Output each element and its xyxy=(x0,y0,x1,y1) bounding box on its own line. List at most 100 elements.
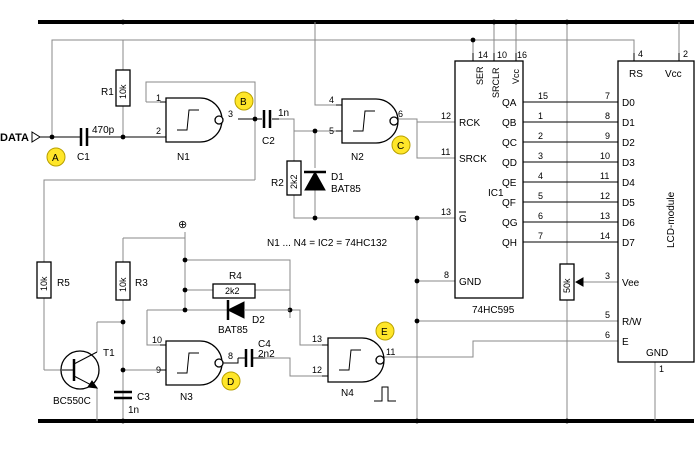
lcd-gnd: GND xyxy=(646,348,668,359)
ic1-ref: IC1 xyxy=(488,188,504,199)
svg-text:C: C xyxy=(397,141,404,152)
c1-value: 470p xyxy=(92,125,115,136)
n3-pin-10: 10 xyxy=(152,335,162,345)
wires-grey xyxy=(43,22,680,421)
lcd-pin-1: 1 xyxy=(659,364,664,374)
lcd-module: 4 2 RS Vcc 7 8 9 10 11 12 13 14 D0 D1 D2… xyxy=(600,49,695,374)
capacitor-c1: C1 470p xyxy=(77,125,115,163)
gate-ic-note: N1 ... N4 = IC2 = 74HC132 xyxy=(267,238,388,249)
r2-value: 2k2 xyxy=(289,174,299,189)
gate-n1: 1 2 3 N1 xyxy=(156,93,233,163)
resistor-r3: 10k R3 xyxy=(115,261,148,301)
ic1-qh: QH xyxy=(502,238,517,249)
ic1-74hc595: 14 10 16 SER SRCLR Vcc 12 11 13 8 RCK SR… xyxy=(441,19,548,316)
ic1-pin-15: 15 xyxy=(538,91,548,101)
ic1-g: G xyxy=(459,214,467,225)
lcd-title: LCD-module xyxy=(666,191,677,248)
ic1-qf: QF xyxy=(502,198,516,209)
lcd-pin-12: 12 xyxy=(600,191,610,201)
lcd-d5: D5 xyxy=(622,198,635,209)
svg-text:A: A xyxy=(52,153,59,164)
ic1-pin-1: 1 xyxy=(538,111,543,121)
n1-pin-1: 1 xyxy=(156,93,161,103)
junction-dots xyxy=(49,19,570,424)
lcd-data-pins: 7 8 9 10 11 12 13 14 D0 D1 D2 D3 D4 D5 D… xyxy=(600,91,635,249)
ic1-gnd: GND xyxy=(459,277,481,288)
lcd-pin-9: 9 xyxy=(605,131,610,141)
n3-pin-9: 9 xyxy=(156,365,161,375)
lcd-d6: D6 xyxy=(622,218,635,229)
lcd-pin-5: 5 xyxy=(605,310,610,320)
n4-pin-12: 12 xyxy=(312,365,322,375)
n1-pin-3: 3 xyxy=(228,109,233,119)
lcd-pin-14: 14 xyxy=(600,231,610,241)
diode-d1: D1 BAT85 xyxy=(304,170,361,195)
r5-value: 10k xyxy=(39,276,49,291)
d2-part: BAT85 xyxy=(218,325,248,336)
n3-pin-8: 8 xyxy=(228,351,233,361)
c1-ref: C1 xyxy=(77,152,90,163)
lcd-pin-6: 6 xyxy=(605,330,610,340)
ic1-qa: QA xyxy=(502,98,517,109)
lcd-pin-7: 7 xyxy=(605,91,610,101)
r4-ref: R4 xyxy=(229,271,242,282)
pot-value: 50k xyxy=(562,278,572,293)
wires-black xyxy=(40,101,618,243)
lcd-d3: D3 xyxy=(622,158,635,169)
ic1-pin-4: 4 xyxy=(538,171,543,181)
lcd-pin-4: 4 xyxy=(638,49,643,59)
n2-pin-4: 4 xyxy=(329,95,334,105)
ic1-qc: QC xyxy=(502,138,517,149)
capacitor-c3: C3 1n xyxy=(114,390,150,416)
ic1-pin-11: 11 xyxy=(441,147,450,157)
ic1-srclr: SRCLR xyxy=(491,67,501,98)
ic1-pin-12: 12 xyxy=(441,111,451,121)
ic1-vcc: Vcc xyxy=(511,68,521,84)
ic1-srck: SRCK xyxy=(459,154,487,165)
badge-c: C xyxy=(391,135,411,155)
gate-n3: 10 9 8 N3 xyxy=(152,335,239,403)
ic1-pin-14: 14 xyxy=(478,50,488,60)
lcd-pin-11: 11 xyxy=(600,171,609,181)
ic1-pin-16: 16 xyxy=(517,50,527,60)
lcd-rs: RS xyxy=(629,69,643,80)
lcd-vcc: Vcc xyxy=(665,69,682,80)
ic1-pin-6: 6 xyxy=(538,211,543,221)
ic1-pin-8: 8 xyxy=(444,270,449,280)
diode-d2: BAT85 D2 xyxy=(218,300,290,336)
ic1-qe: QE xyxy=(502,178,517,189)
c4-ref: C4 xyxy=(258,339,271,350)
n2-pin-5: 5 xyxy=(329,126,334,136)
r3-value: 10k xyxy=(118,277,128,292)
lcd-d7: D7 xyxy=(622,238,635,249)
gate-n2: 4 5 6 N2 xyxy=(329,95,403,163)
d1-part: BAT85 xyxy=(331,184,361,195)
lcd-e: E xyxy=(622,337,629,348)
badge-e: E xyxy=(375,321,395,341)
lcd-vee: Vee xyxy=(622,278,640,289)
svg-text:B: B xyxy=(240,97,247,108)
svg-text:D: D xyxy=(227,377,234,388)
r1-value: 10k xyxy=(118,84,128,99)
potentiometer-50k: 50k xyxy=(559,263,584,301)
c3-value: 1n xyxy=(128,405,139,416)
n1-pin-2: 2 xyxy=(156,126,161,136)
badge-b: B xyxy=(234,91,254,111)
ic1-part: 74HC595 xyxy=(472,305,515,316)
svg-text:E: E xyxy=(381,327,388,338)
n4-pin-11: 11 xyxy=(386,347,395,357)
pulse-waveform-icon xyxy=(374,386,396,402)
lcd-pin-2: 2 xyxy=(683,49,688,59)
lcd-d2: D2 xyxy=(622,138,635,149)
c2-ref: C2 xyxy=(262,136,275,147)
ic1-qg: QG xyxy=(502,218,518,229)
n4-label: N4 xyxy=(341,388,354,399)
resistor-r2: 2k2 R2 xyxy=(271,160,302,196)
lcd-d1: D1 xyxy=(622,118,635,129)
data-input-terminal: DATA xyxy=(0,131,41,144)
n1-label: N1 xyxy=(177,152,190,163)
resistor-r1: 10k R1 xyxy=(101,69,131,107)
badge-d: D xyxy=(221,371,241,391)
n3-label: N3 xyxy=(180,392,193,403)
